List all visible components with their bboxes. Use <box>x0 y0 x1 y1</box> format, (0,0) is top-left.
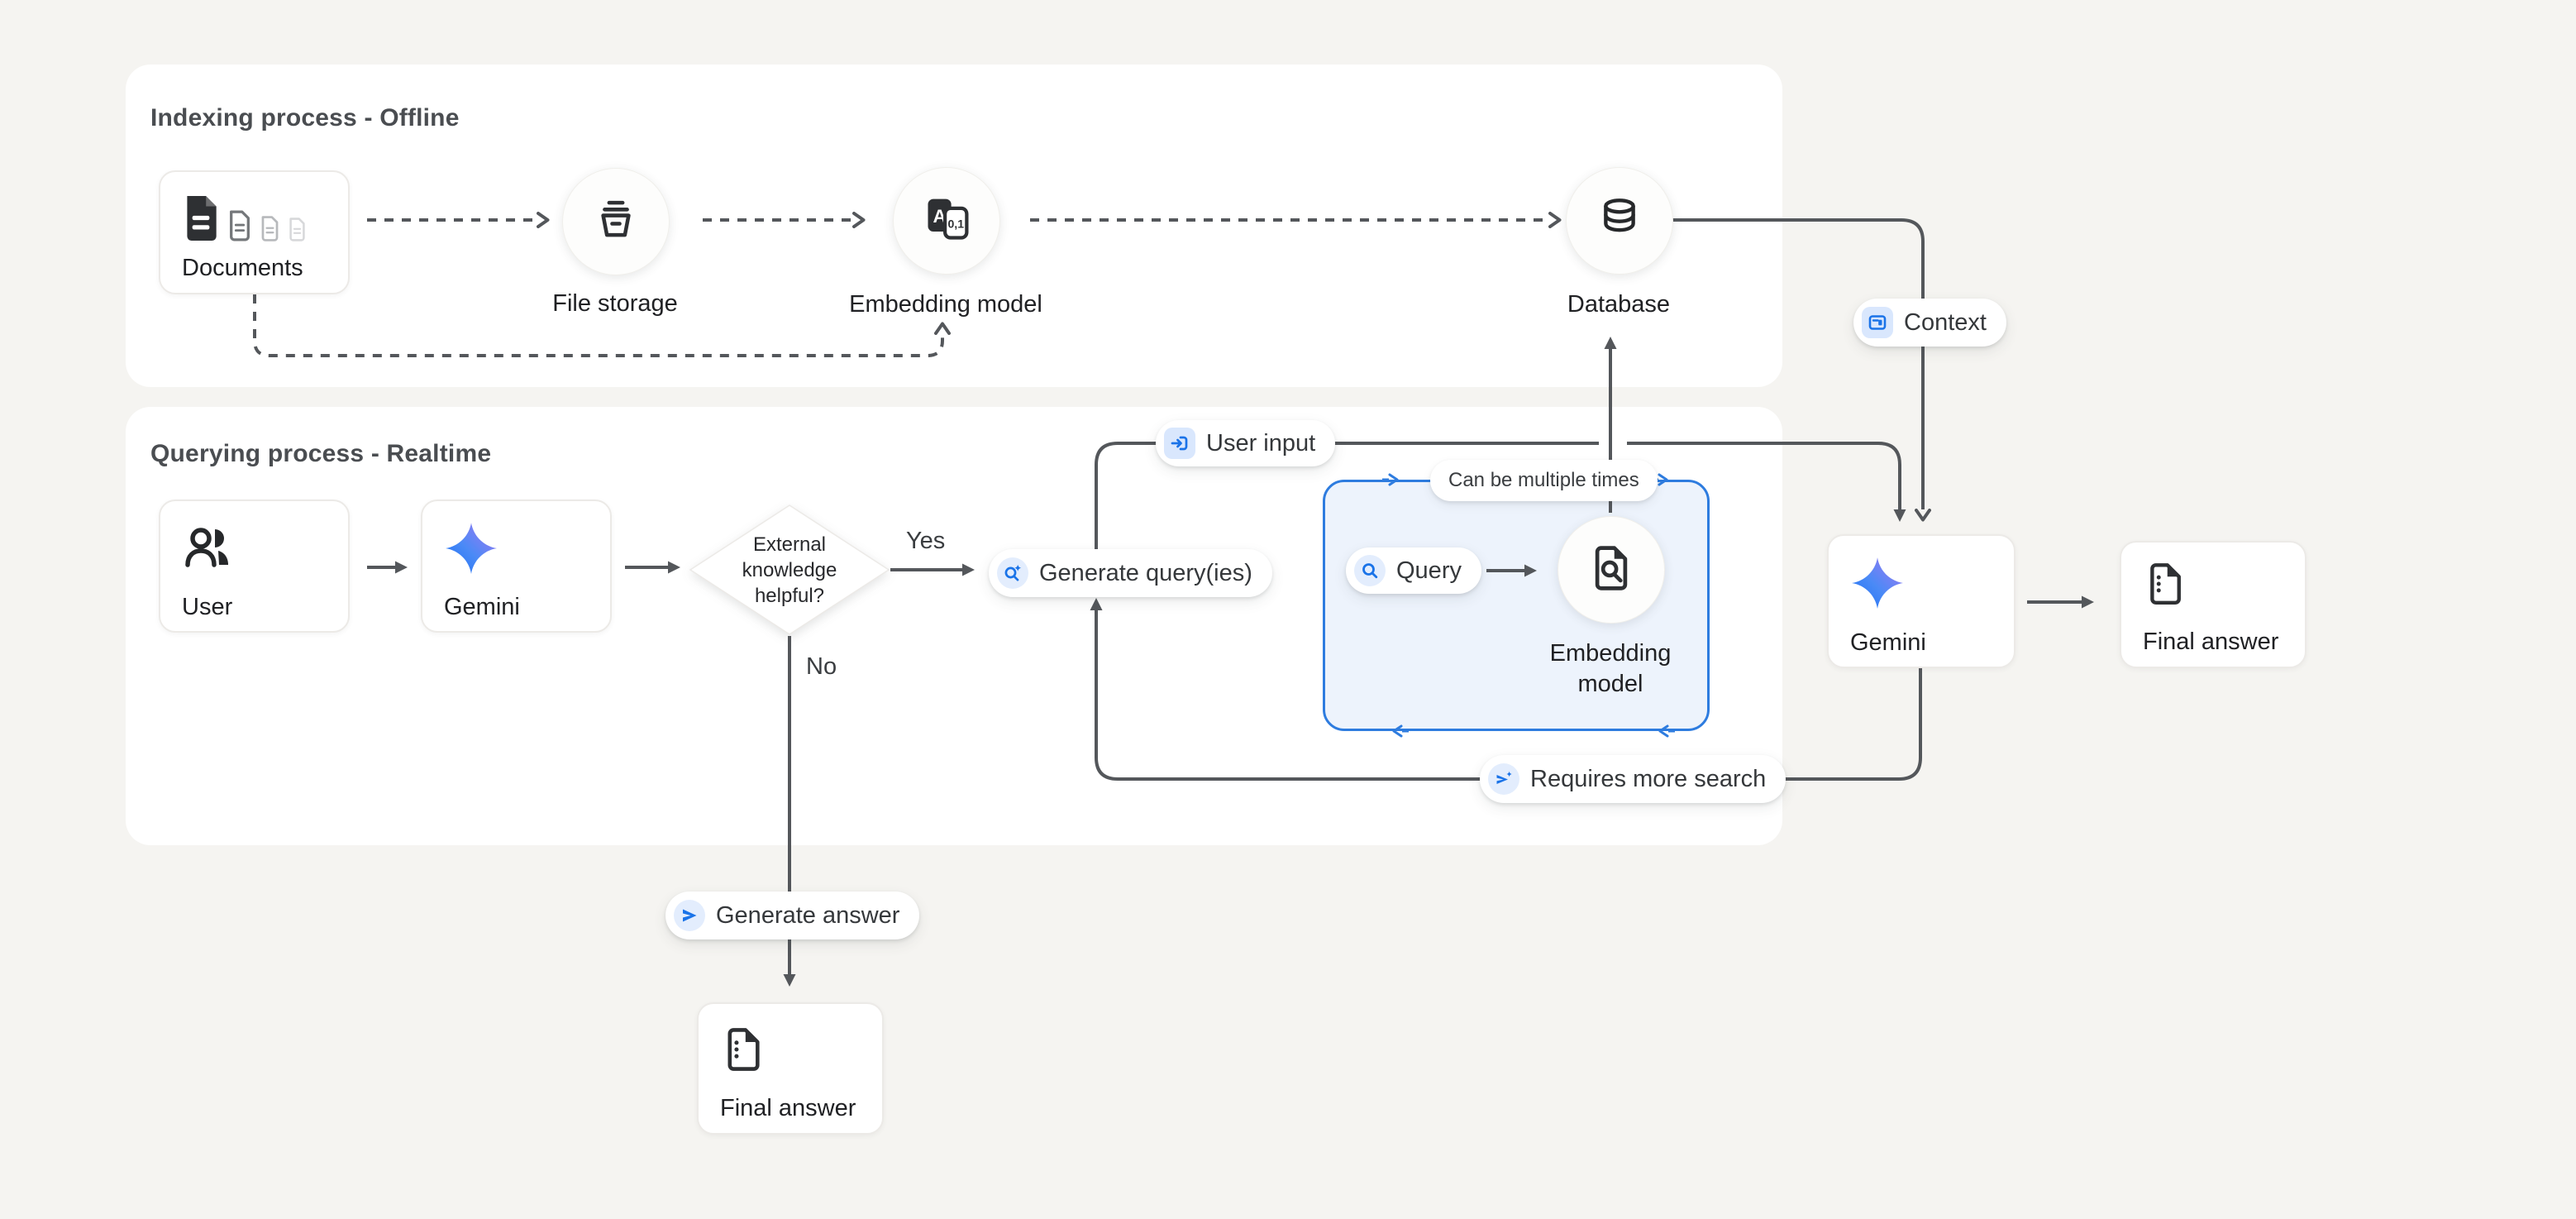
database-label: Database <box>1567 291 1671 318</box>
loop-note-label: Can be multiple times <box>1448 469 1639 491</box>
generate-answer-label: Generate answer <box>716 901 900 929</box>
user-input-icon <box>1164 428 1195 459</box>
user-icon <box>182 523 235 580</box>
embedding-model-query-label: Embedding model <box>1462 638 1759 700</box>
embedding-model-icon: A 0,1 <box>922 194 971 248</box>
decision-text: External knowledge helpful? <box>690 532 889 609</box>
query-label: Query <box>1396 557 1462 584</box>
loop-note: Can be multiple times <box>1430 460 1658 501</box>
gemini-output-star-icon <box>1850 556 1905 614</box>
user-input-badge-label: User input <box>1206 429 1316 457</box>
svg-text:0,1: 0,1 <box>947 217 964 230</box>
file-storage-label: File storage <box>552 290 678 317</box>
documents-label: Documents <box>182 255 303 281</box>
decision-line-3: helpful? <box>754 585 825 607</box>
generate-answer-badge: Generate answer <box>665 892 920 939</box>
generate-queries-icon <box>997 557 1028 589</box>
querying-panel-title: Querying process - Realtime <box>150 440 492 467</box>
final-answer-doc-icon <box>720 1025 768 1078</box>
user-label: User <box>182 594 233 620</box>
requires-more-search-badge: Requires more search <box>1480 755 1787 803</box>
embedding-model-query-line2: model <box>1577 671 1643 697</box>
embedding-model-offline-label: Embedding model <box>849 291 1042 318</box>
document-search-icon <box>1586 543 1636 597</box>
gemini-output-node: Gemini <box>1827 534 2015 668</box>
file-storage-node <box>562 168 670 275</box>
final-answer-right-node: Final answer <box>2120 541 2306 668</box>
documents-icon <box>182 190 307 241</box>
documents-node: Documents <box>159 170 350 294</box>
requires-more-search-label: Requires more search <box>1530 765 1767 792</box>
gemini-node: Gemini <box>421 500 612 633</box>
requires-more-search-icon <box>1488 763 1519 795</box>
query-step: Query <box>1346 547 1481 594</box>
gemini-label: Gemini <box>444 594 520 620</box>
decision-no-label: No <box>806 653 837 680</box>
final-answer-right-label: Final answer <box>2143 629 2279 655</box>
final-answer-right-doc-icon <box>2143 561 2189 611</box>
line-user-input-to-gemini <box>1627 442 1906 522</box>
query-search-icon <box>1354 555 1386 586</box>
context-icon <box>1862 307 1893 338</box>
svg-text:A: A <box>933 205 946 226</box>
generate-queries-label: Generate query(ies) <box>1039 559 1252 586</box>
embedding-model-offline-node: A 0,1 <box>893 167 1000 275</box>
user-input-badge: User input <box>1156 420 1336 466</box>
line-database-context-gemini <box>1672 218 1931 522</box>
generate-answer-send-icon <box>674 900 705 931</box>
context-badge-label: Context <box>1904 308 1987 336</box>
final-answer-bottom-label: Final answer <box>720 1095 856 1121</box>
decision-line-2: knowledge <box>742 559 837 581</box>
arrow-documents-loop-to-embedding <box>253 294 951 357</box>
database-icon <box>1596 196 1643 246</box>
database-node <box>1566 167 1673 275</box>
decision-yes-label: Yes <box>906 528 946 554</box>
embedding-model-query-line1: Embedding <box>1549 640 1672 667</box>
line-queries-up-to-user-input <box>1095 442 1157 549</box>
gemini-output-label: Gemini <box>1850 629 1926 656</box>
generate-queries-step: Generate query(ies) <box>989 549 1272 597</box>
decision-diamond <box>689 504 890 635</box>
final-answer-bottom-node: Final answer <box>697 1002 884 1135</box>
context-badge: Context <box>1853 299 2006 347</box>
indexing-panel-title: Indexing process - Offline <box>150 104 460 131</box>
embedding-model-query-node <box>1558 516 1665 624</box>
user-node: User <box>159 500 350 633</box>
decision-line-1: External <box>752 533 827 556</box>
file-storage-icon <box>592 196 640 248</box>
gemini-star-icon <box>444 521 499 580</box>
